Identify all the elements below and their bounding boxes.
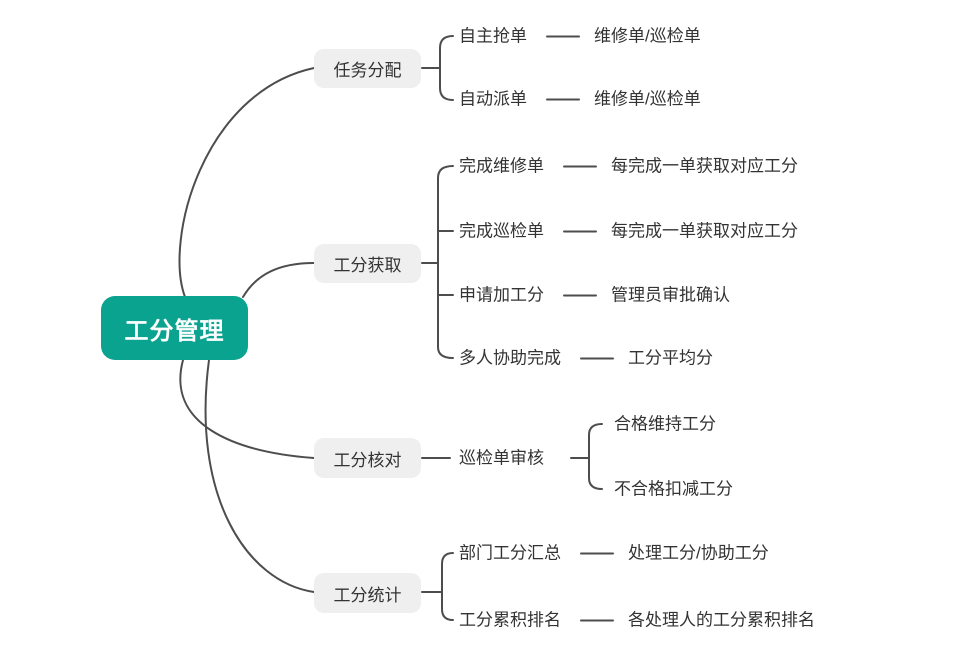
leaf-label[interactable]: 完成巡检单	[459, 221, 544, 241]
leaf-row[interactable]: 多人协助完成 工分平均分	[459, 350, 713, 367]
dash-connector	[546, 35, 580, 37]
curve-root-to-task-assign	[178, 67, 315, 298]
leaf-detail[interactable]: 每完成一单获取对应工分	[611, 221, 798, 241]
leaf-row[interactable]: 完成巡检单 每完成一单获取对应工分	[459, 223, 798, 240]
dash-connector	[563, 230, 597, 232]
leaf-label[interactable]: 自主抢单	[459, 26, 527, 46]
branch-node-label: 工分核对	[333, 450, 402, 470]
curve-root-to-points-check	[179, 359, 315, 459]
bracket-points-gain	[437, 165, 454, 359]
dash-connector	[580, 552, 614, 554]
branch-node-label: 任务分配	[333, 61, 402, 80]
leaf-label[interactable]: 合格维持工分	[614, 414, 716, 434]
curve-root-to-points-gain	[242, 262, 315, 298]
bracket-review	[588, 423, 603, 490]
branch-node-points-check[interactable]: 工分核对	[314, 438, 421, 478]
branch-node-task-assign[interactable]: 任务分配	[314, 49, 421, 88]
branch-node-label: 工分获取	[333, 256, 402, 275]
dash-connector	[580, 619, 614, 621]
bracket-points-stats	[441, 552, 454, 621]
leaf-detail[interactable]: 工分平均分	[628, 348, 713, 368]
leaf-row[interactable]: 申请加工分 管理员审批确认	[459, 287, 730, 304]
leaf-label[interactable]: 工分累积排名	[459, 610, 561, 630]
bracket-task-assign	[439, 35, 454, 101]
branch-node-points-gain[interactable]: 工分获取	[314, 244, 421, 283]
leaf-label[interactable]: 不合格扣减工分	[614, 479, 733, 499]
leaf-row[interactable]: 合格维持工分	[614, 416, 716, 433]
leaf-detail[interactable]: 处理工分/协助工分	[628, 543, 769, 563]
leaf-detail[interactable]: 维修单/巡检单	[594, 26, 701, 46]
leaf-row[interactable]: 完成维修单 每完成一单获取对应工分	[459, 158, 798, 175]
dash-connector	[563, 165, 597, 167]
leaf-detail[interactable]: 各处理人的工分累积排名	[628, 610, 815, 630]
leaf-row[interactable]: 部门工分汇总 处理工分/协助工分	[459, 545, 769, 562]
leaf-label[interactable]: 多人协助完成	[459, 348, 561, 368]
root-node-gongfen-guanli[interactable]: 工分管理	[101, 296, 248, 360]
leaf-label[interactable]: 自动派单	[459, 89, 527, 109]
leaf-detail[interactable]: 每完成一单获取对应工分	[611, 156, 798, 176]
curve-root-to-points-stats	[204, 359, 315, 593]
branch-node-points-stats[interactable]: 工分统计	[314, 573, 421, 613]
leaf-detail[interactable]: 维修单/巡检单	[594, 89, 701, 109]
leaf-label[interactable]: 巡检单审核	[459, 448, 544, 468]
leaf-label[interactable]: 申请加工分	[459, 285, 544, 305]
dash-connector	[546, 98, 580, 100]
leaf-row[interactable]: 不合格扣减工分	[614, 481, 733, 498]
leaf-detail[interactable]: 管理员审批确认	[611, 285, 730, 305]
leaf-row[interactable]: 工分累积排名 各处理人的工分累积排名	[459, 612, 815, 629]
branch-node-label: 工分统计	[333, 585, 402, 605]
dash-connector	[580, 357, 614, 359]
leaf-label[interactable]: 部门工分汇总	[459, 543, 561, 563]
root-node-label: 工分管理	[124, 317, 225, 345]
leaf-label[interactable]: 完成维修单	[459, 156, 544, 176]
dash-connector	[563, 294, 597, 296]
leaf-row[interactable]: 自主抢单 维修单/巡检单	[459, 28, 701, 45]
leaf-row[interactable]: 自动派单 维修单/巡检单	[459, 91, 701, 108]
leaf-row[interactable]: 巡检单审核	[459, 450, 544, 467]
